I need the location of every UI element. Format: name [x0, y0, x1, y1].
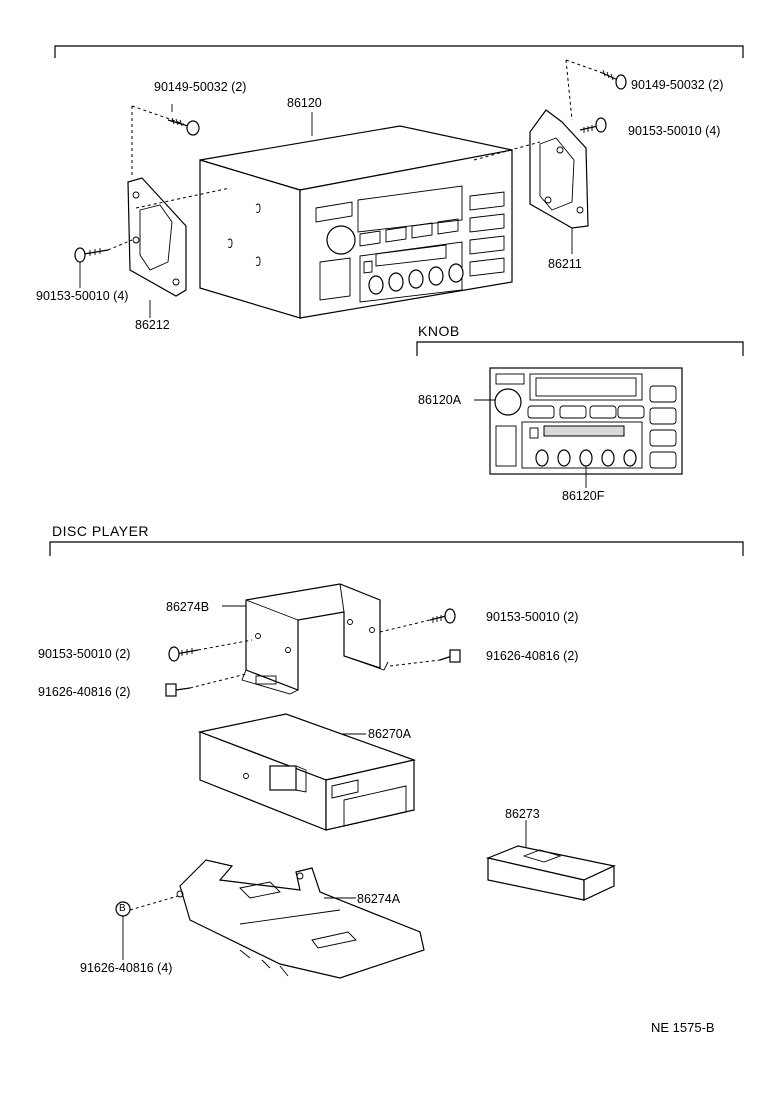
label-91626-bottom: 91626-40816 (4) — [80, 961, 173, 975]
label-86270A: 86270A — [368, 727, 412, 741]
top-section-bracket — [54, 45, 744, 58]
label-86120A: 86120A — [418, 393, 462, 407]
label-90153-left: 90153-50010 (4) — [36, 289, 129, 303]
label-91626-disc-right: 91626-40816 (2) — [486, 649, 579, 663]
module-86273 — [485, 820, 616, 901]
bracket-86274A — [129, 859, 425, 979]
label-86274A: 86274A — [357, 892, 401, 906]
label-86120: 86120 — [287, 96, 322, 110]
label-86274B: 86274B — [166, 600, 210, 614]
radio-unit-86120 — [199, 112, 513, 319]
knob-section-bracket — [416, 341, 744, 356]
screw-90149-left — [167, 104, 200, 136]
right-bracket-86211 — [473, 59, 601, 254]
radio-faceplate-knob — [474, 367, 683, 488]
label-86212: 86212 — [135, 318, 170, 332]
label-90153-disc-right: 90153-50010 (2) — [486, 610, 579, 624]
section-title-knob: KNOB — [418, 323, 460, 339]
screw-91626-disc-right — [389, 649, 461, 667]
label-86211: 86211 — [548, 257, 582, 271]
label-ref-b: B — [119, 903, 126, 914]
screw-90153-right — [579, 117, 607, 133]
left-bracket-86212 — [127, 105, 231, 318]
label-90149-right: 90149-50032 (2) — [631, 78, 724, 92]
label-86273: 86273 — [505, 807, 540, 821]
label-91626-disc-left: 91626-40816 (2) — [38, 685, 131, 699]
disc-player-86270A — [197, 713, 417, 831]
label-90153-disc-left: 90153-50010 (2) — [38, 647, 131, 661]
screw-90149-right — [599, 69, 627, 90]
bracket-86274B — [222, 583, 389, 695]
label-90149-left: 90149-50032 (2) — [154, 80, 247, 94]
screw-90153-left — [74, 239, 133, 288]
screw-91626-disc-left — [165, 673, 247, 697]
label-90153-right: 90153-50010 (4) — [628, 124, 721, 138]
screw-90153-disc-left — [168, 639, 253, 662]
figure-code: NE 1575-B — [651, 1020, 715, 1035]
section-title-disc-player: DISC PLAYER — [52, 523, 150, 539]
disc-player-section-bracket — [49, 541, 744, 556]
screw-90153-disc-right — [379, 608, 456, 633]
label-86120F: 86120F — [562, 489, 605, 503]
reference-b-marker — [115, 901, 131, 960]
